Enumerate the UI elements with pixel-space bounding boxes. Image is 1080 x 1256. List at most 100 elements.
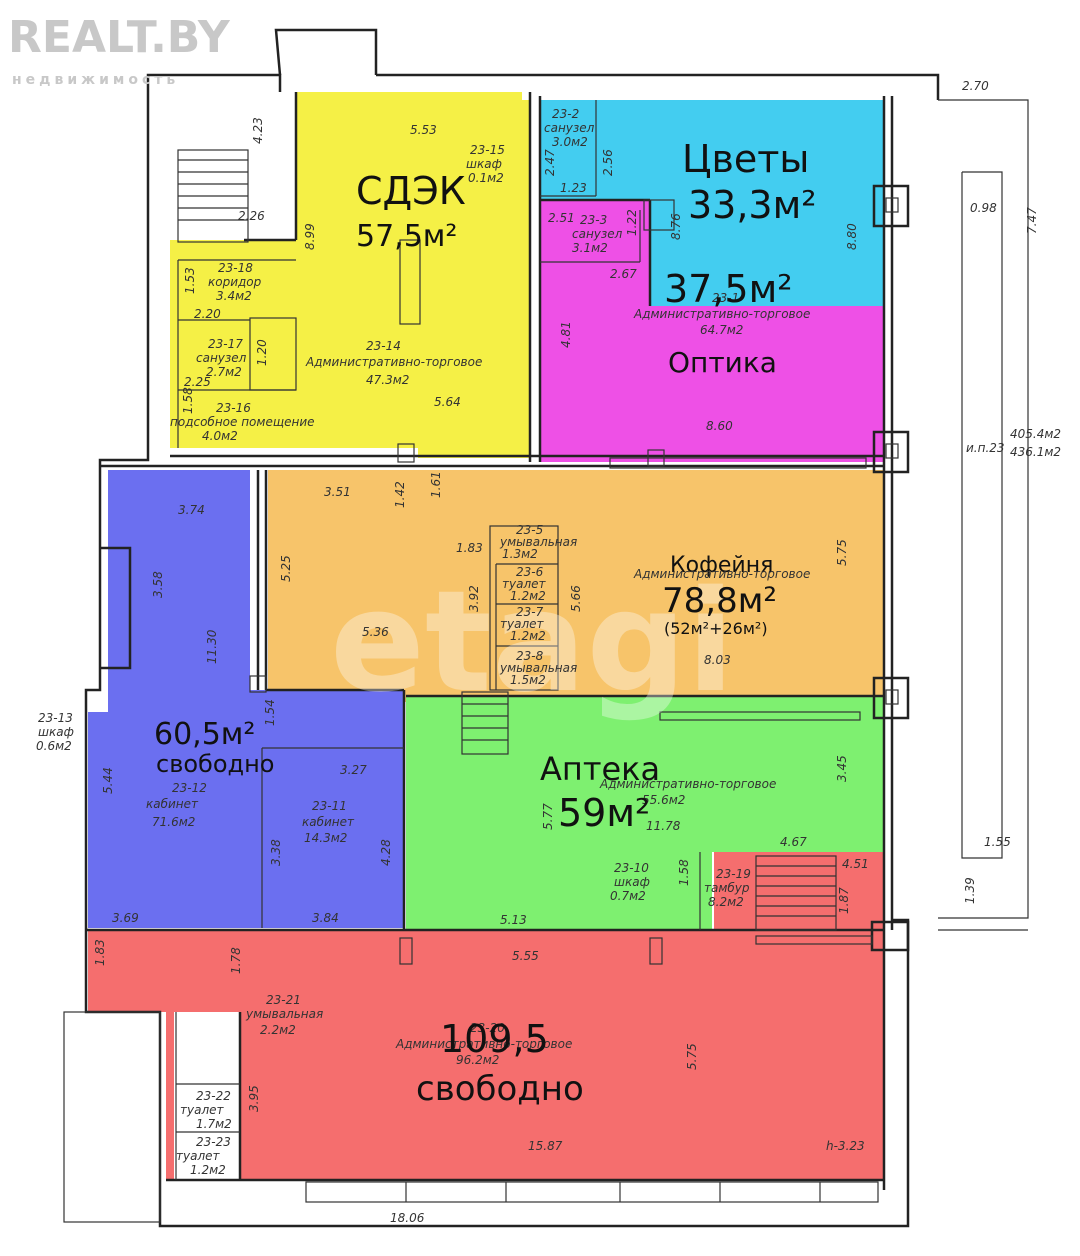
dim: 4.81 <box>559 321 573 348</box>
coffee-area: 78,8м² <box>662 581 777 621</box>
dim: 2.67 <box>610 267 637 281</box>
r23-8-name: умывальная <box>499 661 577 675</box>
total-label-3: 436.1м2 <box>1010 445 1061 459</box>
r23-21-code: 23-21 <box>266 993 301 1007</box>
room-pharmacy[interactable] <box>406 696 884 932</box>
r23-13-name: шкаф <box>38 725 74 739</box>
r23-3-code: 23-3 <box>580 213 607 227</box>
r23-22-code: 23-22 <box>196 1089 231 1103</box>
dim: 1.83 <box>93 939 107 966</box>
r23-15-area: 0.1м2 <box>468 171 504 185</box>
coffee-sub: (52м²+26м²) <box>664 619 768 638</box>
flowers-area: 33,3м² <box>688 183 817 227</box>
dim: 3.51 <box>324 485 351 499</box>
r23-15-name: шкаф <box>466 157 502 171</box>
r23-12-area: 71.6м2 <box>152 815 195 829</box>
walls <box>63 28 1029 1228</box>
r23-12-code: 23-12 <box>172 781 207 795</box>
dim: 3.74 <box>178 503 205 517</box>
r23-23-name: туалет <box>176 1149 220 1163</box>
r23-21-area: 2.2м2 <box>260 1023 296 1037</box>
dimensions: 2.70 4.23 5.53 2.26 8.99 1.53 2.20 1.20 … <box>93 79 1039 1225</box>
dim: 3.45 <box>835 755 849 782</box>
room-optics[interactable] <box>540 200 884 462</box>
dim: 1.54 <box>263 699 277 726</box>
sdek-area: 57,5м² <box>356 219 457 254</box>
room-sdek[interactable] <box>170 92 530 458</box>
r23-13-area: 0.6м2 <box>36 739 72 753</box>
r23-8-code: 23-8 <box>516 649 544 663</box>
r23-2-name: санузел <box>544 121 595 135</box>
pharmacy-area: 59м² <box>558 791 650 835</box>
dim: 3.69 <box>112 911 139 925</box>
r23-23-area: 1.2м2 <box>190 1163 226 1177</box>
dim: 4.51 <box>842 857 869 871</box>
r23-17-name: санузел <box>196 351 247 365</box>
dim: 1.23 <box>560 181 587 195</box>
dim: 3.84 <box>312 911 339 925</box>
room-fills <box>88 92 884 1180</box>
room-free-big[interactable] <box>88 852 884 1180</box>
r23-22-area: 1.7м2 <box>196 1117 232 1131</box>
r23-13-code: 23-13 <box>38 711 73 725</box>
r23-5-code: 23-5 <box>516 523 543 537</box>
r23-17-code: 23-17 <box>208 337 243 351</box>
dim: 2.70 <box>962 79 989 93</box>
r23-6-name: туалет <box>502 577 546 591</box>
dim: 3.95 <box>247 1085 261 1112</box>
sdek-purpose: Административно-торговое <box>305 355 482 369</box>
sdek-name: СДЭК <box>356 169 466 213</box>
optics-code: 23-1 <box>712 291 739 305</box>
r23-17-area: 2.7м2 <box>206 365 242 379</box>
r23-2-area: 3.0м2 <box>552 135 588 149</box>
dim: 3.92 <box>467 585 481 612</box>
pharmacy-purpose: Административно-торговое <box>599 777 776 791</box>
r23-8-area: 1.5м2 <box>510 673 546 687</box>
dim: 0.98 <box>970 201 997 215</box>
r23-16-code: 23-16 <box>216 401 251 415</box>
dim: 4.28 <box>379 839 393 866</box>
total-label-2: 405.4м2 <box>1010 427 1061 441</box>
r23-10-name: шкаф <box>614 875 650 889</box>
coffee-purpose: Административно-торговое <box>633 567 810 581</box>
room-office[interactable] <box>88 470 404 928</box>
r23-16-name: подсобное помещение <box>170 415 315 429</box>
dim: 3.38 <box>269 839 283 866</box>
r23-5-area: 1.3м2 <box>502 547 538 561</box>
watermark: etagi <box>330 561 735 724</box>
dim: 8.60 <box>706 419 733 433</box>
r23-6-code: 23-6 <box>516 565 544 579</box>
r23-16-area: 4.0м2 <box>202 429 238 443</box>
dim: 2.26 <box>238 209 265 223</box>
r23-7-code: 23-7 <box>516 605 544 619</box>
dim: 1.20 <box>255 339 269 366</box>
sdek-code: 23-14 <box>366 339 401 353</box>
room-flowers[interactable] <box>540 100 884 306</box>
dim: 5.13 <box>500 913 527 927</box>
room-coffee[interactable] <box>268 470 884 702</box>
r23-10-area: 0.7м2 <box>610 889 646 903</box>
dim: 2.56 <box>601 149 615 176</box>
dim: 1.55 <box>984 835 1011 849</box>
r23-22-name: туалет <box>180 1103 224 1117</box>
free-big-official-area: 96.2м2 <box>456 1053 499 1067</box>
r23-12-name: кабинет <box>146 797 199 811</box>
dim: 1.58 <box>677 859 691 886</box>
pharmacy-name: Аптека <box>540 750 660 788</box>
free-big-purpose: Административно-торговое <box>395 1037 572 1051</box>
dim: 5.55 <box>512 949 539 963</box>
dim: 5.64 <box>434 395 461 409</box>
free-big-code: 23-20 <box>470 1021 505 1035</box>
dim: 1.22 <box>625 209 639 236</box>
small-labels: 23-2 санузел 3.0м2 23-3 санузел 3.1м2 23… <box>36 107 1061 1177</box>
r23-21-name: умывальная <box>245 1007 323 1021</box>
optics-area: 37,5м² <box>664 267 793 311</box>
dim: 3.27 <box>340 763 367 777</box>
r23-11-name: кабинет <box>302 815 355 829</box>
dim: 3.58 <box>151 571 165 598</box>
r23-18-code: 23-18 <box>218 261 253 275</box>
dim: 1.78 <box>229 947 243 974</box>
dim: 5.53 <box>410 123 437 137</box>
office-area: 60,5м² <box>154 717 255 752</box>
